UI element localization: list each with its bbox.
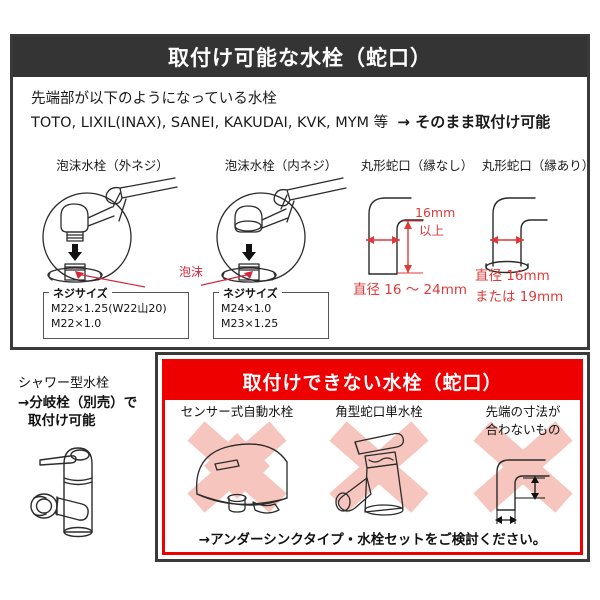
- brand-list: TOTO, LIXIL(INAX), SANEI, KAKUDAI, KVK, …: [31, 115, 389, 132]
- incompatible-item-dimension: 先端の寸法が 合わないもの: [453, 402, 593, 524]
- compatible-panel-title: 取付け可能な水栓（蛇口）: [168, 46, 432, 70]
- column-1-title: 泡沫水栓（外ネジ）: [56, 158, 169, 173]
- screw-size-legend-2: ネジサイズ: [219, 285, 282, 301]
- column-aerator-internal: 泡沫水栓（内ネジ）: [201, 155, 361, 339]
- shower-faucet-illustration: [30, 447, 93, 538]
- screw-size-2-value-1: M24×1.0: [221, 302, 272, 315]
- column-round-no-rim: 丸形蛇口（縁なし）: [353, 155, 481, 298]
- incompatible-item-1-title: センサー式自動水栓: [180, 404, 294, 419]
- compatible-panel-header: 取付け可能な水栓（蛇口）: [13, 37, 587, 77]
- round-with-rim-illustration: [485, 197, 548, 274]
- x-mark-icon: [473, 421, 573, 514]
- diameter-label-no-rim: 直径 16 〜 24mm: [353, 282, 468, 298]
- incompatible-item-square: 角型蛇口単水栓: [309, 402, 449, 524]
- height-label-line-1: 16mm: [415, 205, 456, 220]
- column-aerator-external: 泡沫水栓（外ネジ）: [25, 155, 200, 339]
- intro-text-block: 先端部が以下のようになっている水栓 TOTO, LIXIL(INAX), SAN…: [31, 89, 576, 134]
- wrong-dimension-illustration: [495, 459, 550, 524]
- incompatible-item-3-title-line-2: 合わないもの: [485, 421, 561, 437]
- screw-size-legend-1: ネジサイズ: [49, 285, 112, 301]
- shower-title: シャワー型水栓: [18, 376, 110, 391]
- screw-size-box-external: ネジサイズ M22×1.25(W22山20) M22×1.0: [43, 285, 189, 339]
- compatible-columns: 泡沫水栓（外ネジ）: [13, 155, 594, 350]
- shower-note-line-1: →分岐栓（別売）で: [18, 395, 138, 411]
- column-2-title: 泡沫水栓（内ネジ）: [224, 158, 338, 173]
- incompatible-panel-title: 取付けできない水栓（蛇口）: [242, 371, 503, 394]
- height-label-line-2: 以上: [419, 223, 445, 238]
- column-3-title: 丸形蛇口（縁なし）: [360, 158, 474, 173]
- incompatible-item-sensor: センサー式自動水栓: [167, 402, 307, 524]
- incompatible-panel-header: 取付けできない水栓（蛇口）: [165, 362, 580, 400]
- column-4-title: 丸形蛇口（縁あり）: [481, 158, 595, 173]
- incompatible-items: センサー式自動水栓: [165, 402, 580, 524]
- aerator-callout-label: 泡沫: [179, 265, 204, 279]
- aerator-internal-illustration: [201, 177, 347, 286]
- diameter-label-rim-line-1: 直径 16mm: [475, 268, 550, 284]
- column-round-with-rim: 丸形蛇口（縁あり） 直径 16mm または: [475, 155, 600, 305]
- incompatible-panel-inner: 取付けできない水栓（蛇口） センサー式自動水: [162, 359, 583, 555]
- round-no-rim-illustration: [366, 197, 424, 275]
- screw-size-2-value-2: M23×1.25: [221, 316, 279, 330]
- incompatible-item-2-title: 角型蛇口単水栓: [335, 404, 423, 419]
- screw-size-1-value-2: M22×1.0: [51, 316, 102, 330]
- intro-line-2: TOTO, LIXIL(INAX), SANEI, KAKUDAI, KVK, …: [31, 112, 576, 134]
- incompatible-panel: 取付けできない水栓（蛇口） センサー式自動水: [155, 352, 590, 562]
- compatible-panel: 取付け可能な水栓（蛇口） 先端部が以下のようになっている水栓 TOTO, LIX…: [10, 34, 594, 350]
- aerator-external-illustration: [42, 177, 178, 288]
- screw-size-1-value-1: M22×1.25(W22山20): [51, 302, 167, 315]
- incompatible-footer-note: →アンダーシンクタイプ・水栓セットをご検討ください。: [198, 532, 547, 548]
- intro-result: → そのまま取付け可能: [397, 113, 551, 132]
- shower-note-line-2: 取付け可能: [28, 412, 96, 429]
- shower-faucet-block: シャワー型水栓 →分岐栓（別売）で 取付け可能: [18, 372, 148, 548]
- x-mark-icon: [187, 421, 287, 514]
- diameter-label-rim-line-2: または 19mm: [475, 289, 564, 305]
- screw-size-box-internal: ネジサイズ M24×1.0 M23×1.25: [213, 285, 329, 339]
- sensor-faucet-illustration: [195, 443, 288, 514]
- x-mark-icon: [329, 421, 429, 514]
- intro-line-1: 先端部が以下のようになっている水栓: [31, 91, 277, 107]
- incompatible-item-3-title-line-1: 先端の寸法が: [485, 404, 561, 419]
- square-faucet-illustration: [335, 432, 405, 516]
